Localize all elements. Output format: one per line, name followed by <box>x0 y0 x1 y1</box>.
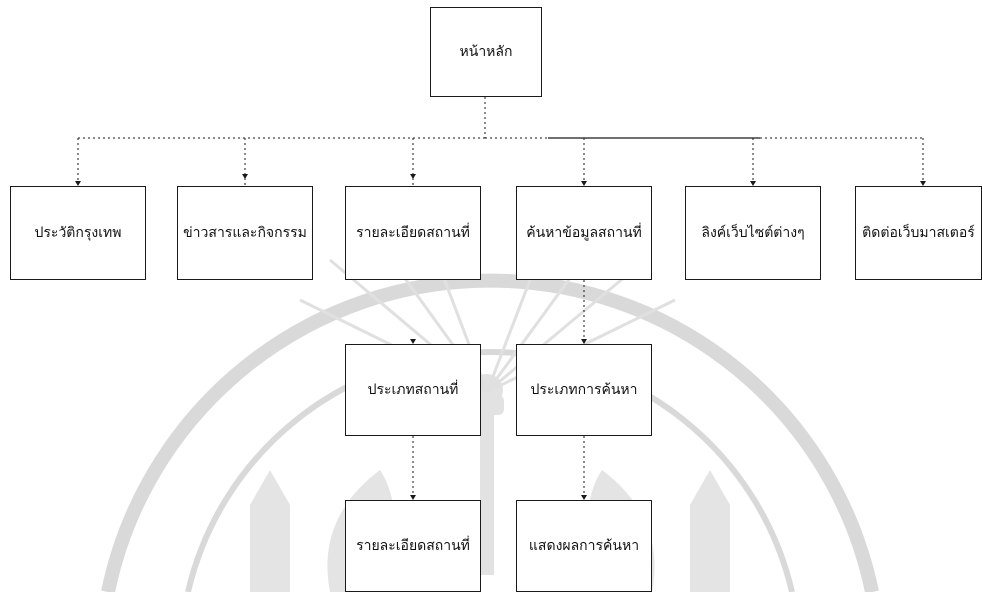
node-place-details: รายละเอียดสถานที่ <box>345 186 481 280</box>
node-search-place-label: ค้นหาข้อมูลสถานที่ <box>526 224 642 241</box>
node-search-result: แสดงผลการค้นหา <box>516 500 652 592</box>
node-search-type-label: ประเภทการค้นหา <box>530 381 638 398</box>
node-contact: ติดต่อเว็บมาสเตอร์ <box>855 186 982 280</box>
arrowhead-history <box>75 181 81 186</box>
node-place-detail-result: รายละเอียดสถานที่ <box>345 500 481 592</box>
arrowhead-place-details <box>410 174 416 179</box>
node-search-type: ประเภทการค้นหา <box>516 344 652 436</box>
node-place-type-label: ประเภทสถานที่ <box>367 381 459 398</box>
arrowhead-search-place <box>581 181 587 186</box>
arrowhead-links <box>750 181 756 186</box>
arrowhead-news <box>242 174 248 179</box>
arrowhead-place-type <box>410 339 416 344</box>
node-place-type: ประเภทสถานที่ <box>345 344 481 436</box>
arrowhead-contact <box>920 181 926 186</box>
node-search-result-label: แสดงผลการค้นหา <box>528 537 640 554</box>
node-contact-label: ติดต่อเว็บมาสเตอร์ <box>862 224 975 241</box>
node-links-label: ลิงค์เว็บไซต์ต่างๆ <box>701 224 805 241</box>
node-place-details-label: รายละเอียดสถานที่ <box>356 224 470 241</box>
arrowhead-search-result <box>581 495 587 500</box>
node-news: ข่าวสารและกิจกรรม <box>177 186 313 280</box>
node-history: ประวัติกรุงเทพ <box>10 186 146 280</box>
node-search-place: ค้นหาข้อมูลสถานที่ <box>516 186 652 280</box>
node-root: หน้าหลัก <box>430 7 542 97</box>
node-links: ลิงค์เว็บไซต์ต่างๆ <box>685 186 821 280</box>
arrowhead-search-type <box>581 339 587 344</box>
node-news-label: ข่าวสารและกิจกรรม <box>183 224 307 241</box>
node-place-detail-result-label: รายละเอียดสถานที่ <box>356 537 470 554</box>
arrowhead-place-detail-result <box>410 495 416 500</box>
node-root-label: หน้าหลัก <box>459 43 513 60</box>
node-history-label: ประวัติกรุงเทพ <box>34 224 122 241</box>
